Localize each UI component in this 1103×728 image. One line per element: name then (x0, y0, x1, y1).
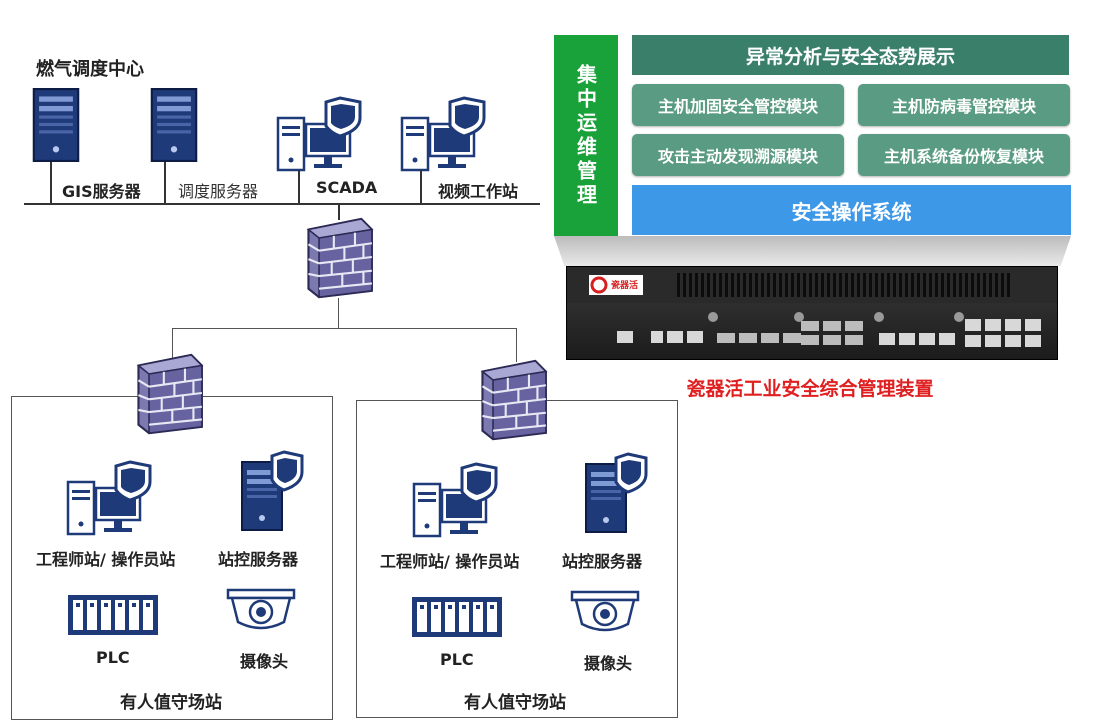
site2-firewall-icon (474, 356, 548, 442)
scada-workstation-icon (276, 96, 366, 172)
central-firewall-icon (300, 214, 374, 300)
module-host-hardening: 主机加固安全管控模块 (632, 84, 844, 126)
appliance-panel-graphic (567, 267, 1057, 347)
site1-workstation-label: 工程师站/ 操作员站 (36, 550, 176, 569)
site1-plc-icon (66, 594, 160, 636)
dispatch-server-icon (150, 88, 198, 162)
site2-server-icon (580, 452, 650, 534)
appliance-brand-logo: 瓷器活 (611, 281, 639, 291)
site2-plc-icon (410, 596, 504, 638)
module-backup-restore: 主机系统备份恢复模块 (858, 134, 1070, 176)
site1-server-icon (236, 450, 306, 532)
site2-plc-label: PLC (440, 650, 474, 669)
scada-label: SCADA (316, 178, 378, 197)
secure-os-bar: 安全操作系统 (632, 185, 1071, 235)
video-workstation-label: 视频工作站 (438, 182, 519, 201)
anomaly-analysis-band: 异常分析与安全态势展示 (632, 35, 1069, 75)
site2-server-label: 站控服务器 (562, 552, 643, 571)
dispatch-server-label: 调度服务器 (178, 182, 259, 201)
device-caption: 瓷器活工业安全综合管理装置 (686, 378, 934, 400)
site2-workstation-label: 工程师站/ 操作员站 (380, 552, 520, 571)
site2-workstation-icon (412, 462, 502, 538)
center-backbone-line (24, 203, 540, 205)
projection-cone (554, 236, 1071, 266)
module-attack-tracing: 攻击主动发现溯源模块 (632, 134, 844, 176)
gis-server-label: GIS服务器 (62, 182, 141, 201)
site1-title: 有人值守场站 (120, 693, 222, 713)
gis-server-icon (32, 88, 80, 162)
site1-workstation-icon (66, 460, 156, 536)
site2-camera-label: 摄像头 (584, 654, 633, 673)
module-antivirus: 主机防病毒管控模块 (858, 84, 1070, 126)
site1-firewall-icon (130, 350, 204, 436)
site-box-1 (11, 396, 333, 720)
site2-camera-icon (570, 590, 640, 636)
security-appliance: 瓷器活 (566, 266, 1058, 360)
ops-management-bar: 集中运维管理 (554, 35, 618, 236)
video-workstation-icon (400, 96, 490, 172)
site1-camera-icon (226, 588, 296, 634)
site-box-2 (356, 400, 678, 718)
site1-camera-label: 摄像头 (240, 652, 289, 671)
site2-title: 有人值守场站 (464, 693, 566, 713)
site1-server-label: 站控服务器 (218, 550, 299, 569)
control-center-title: 燃气调度中心 (36, 59, 144, 80)
site-distribution-line (172, 328, 517, 329)
site1-plc-label: PLC (96, 648, 130, 667)
